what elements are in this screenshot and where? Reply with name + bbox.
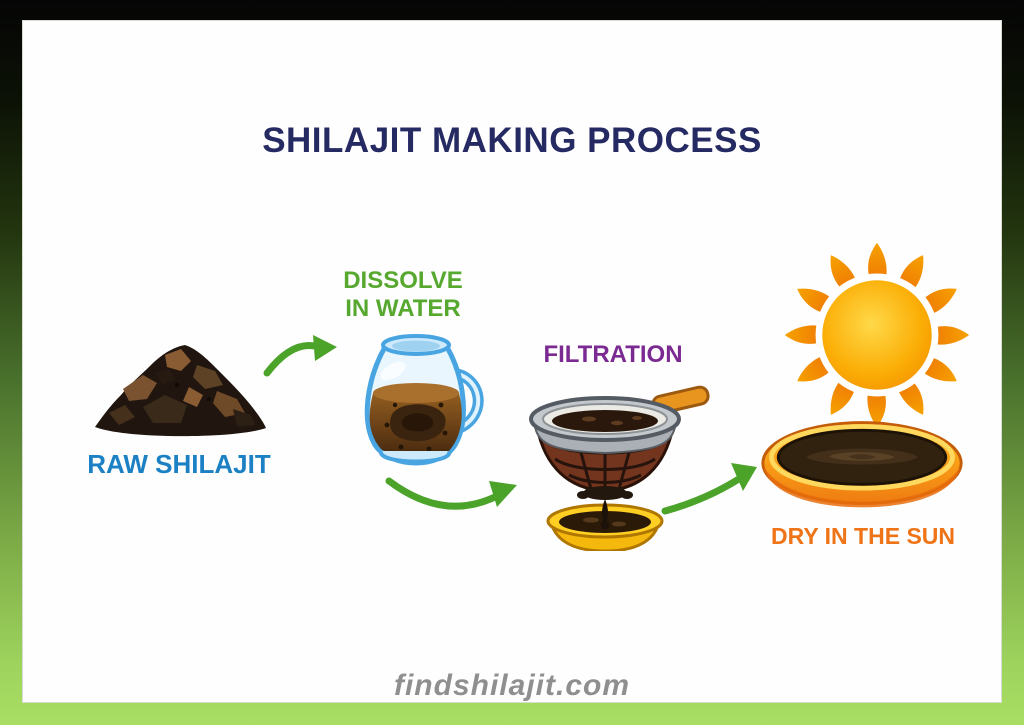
arrow-raw-to-dissolve-icon xyxy=(261,327,343,381)
strainer-bowl-icon xyxy=(505,371,711,551)
step-label-dissolve-in-water: DISSOLVE IN WATER xyxy=(343,267,463,323)
step-label-raw-shilajit: RAW SHILAJIT xyxy=(87,449,271,479)
infographic-card: SHILAJIT MAKING PROCESS RAW SHILAJIT xyxy=(22,20,1002,703)
sun-icon xyxy=(781,239,973,431)
arrow-dissolve-to-filtration-icon xyxy=(381,467,523,527)
step-label-dry-in-the-sun: DRY IN THE SUN xyxy=(770,523,956,549)
drying-tray-icon xyxy=(756,413,968,517)
step-label-filtration: FILTRATION xyxy=(543,341,683,368)
water-pitcher-icon xyxy=(337,321,493,477)
shilajit-rocks-icon xyxy=(85,325,275,443)
watermark-text: findshilajit.com xyxy=(393,669,631,702)
arrow-filtration-to-dry-icon xyxy=(659,455,763,517)
page-title: SHILAJIT MAKING PROCESS xyxy=(262,121,762,160)
